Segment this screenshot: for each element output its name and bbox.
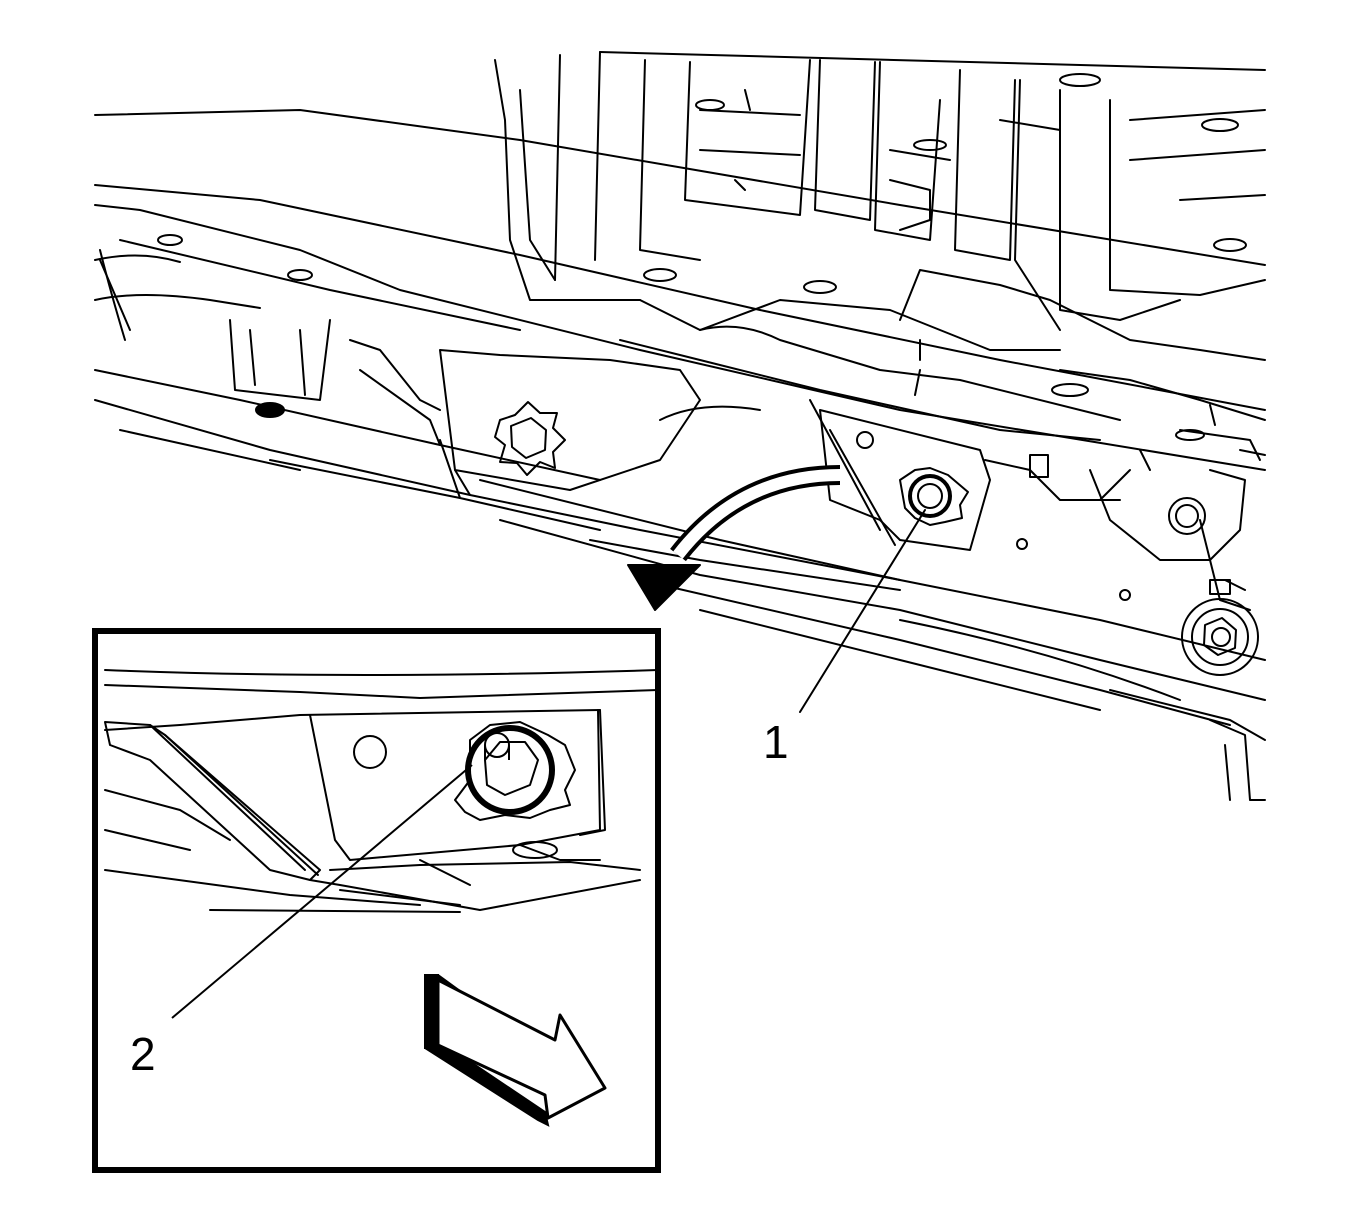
frame-rail [94, 109, 1266, 591]
rear-suspension [1089, 469, 1266, 801]
callout-1-leader [799, 509, 926, 713]
callout-2-leader [171, 764, 473, 1019]
curved-arrow-icon [627, 465, 841, 611]
callout-1-label: 1 [763, 716, 789, 768]
lower-beam [479, 479, 1266, 741]
fastener-details [157, 73, 1247, 601]
callout-2-label: 2 [130, 1028, 156, 1080]
nut-icon [494, 401, 566, 476]
right-bracket [809, 399, 1121, 551]
main-nut-icon [899, 467, 969, 526]
direction-arrow-icon [424, 974, 607, 1127]
inset-nut-icon [454, 721, 576, 821]
main-view [94, 51, 1266, 801]
bushing-bolt-icon [1181, 598, 1259, 676]
inset-detail [92, 628, 661, 1173]
left-bracket [439, 349, 761, 496]
upper-assembly [494, 51, 1266, 461]
left-links [99, 249, 441, 446]
